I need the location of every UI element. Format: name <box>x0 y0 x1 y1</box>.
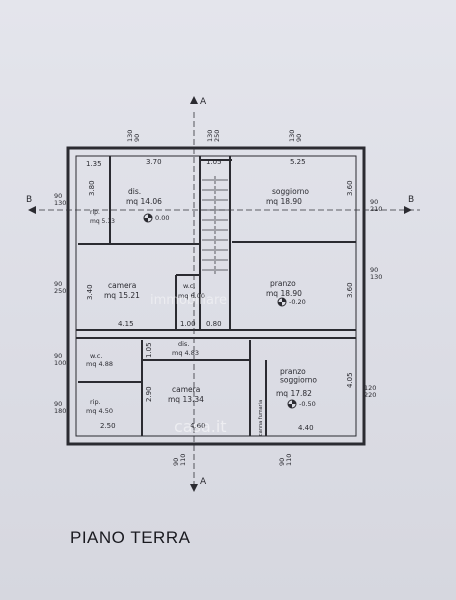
window-size: 90 130 <box>370 266 382 281</box>
watermark-immobiliare: immobiliare <box>150 293 227 308</box>
room-name: dis. <box>128 187 141 196</box>
dimension: 1.35 <box>86 160 102 168</box>
window-size-value: 130 <box>126 130 134 142</box>
outer-walls <box>66 146 366 446</box>
room-name: pranzo soggiorno <box>280 367 317 384</box>
staircase <box>202 176 228 276</box>
room-area: mq 4.88 <box>86 360 113 368</box>
window-size-value: 90 <box>54 352 62 360</box>
section-label-b-right: B <box>408 195 414 205</box>
window-size: 130 90 <box>288 128 303 143</box>
room-name: w.c. <box>183 282 195 290</box>
text-line: 180 <box>54 407 66 415</box>
dimension: 4.60 <box>190 422 206 430</box>
section-lines <box>30 112 420 490</box>
floor-title: PIANO TERRA <box>70 528 191 547</box>
text-line: 90 <box>133 134 141 142</box>
dimension: 4.15 <box>118 320 134 328</box>
section-label-b-left: B <box>26 195 32 205</box>
window-size: 90 110 <box>278 454 293 466</box>
window-size: 90 250 <box>54 280 66 295</box>
window-size-value: 90 <box>370 198 378 206</box>
room-name: pranzo <box>270 279 296 288</box>
dimension: 3.40 <box>86 284 94 300</box>
window-size: 130 90 <box>126 128 141 143</box>
dimension: 2.50 <box>100 422 116 430</box>
window-size-value: 130 <box>206 130 214 142</box>
room-area: mq 13.34 <box>168 395 204 404</box>
interior-walls <box>76 156 356 436</box>
room-area: mq 18.90 <box>266 289 302 298</box>
section-label-a-top: A <box>200 97 207 107</box>
window-labels: 90 130 90 210 90 250 90 130 90 100 90 18… <box>54 128 382 466</box>
window-size: 90 210 <box>370 198 382 213</box>
room-name-line: pranzo <box>280 367 306 376</box>
room-name: dis. <box>178 340 189 348</box>
dimension: 3.60 <box>346 180 354 196</box>
room-area: mq 17.82 <box>276 389 312 398</box>
text-line: 100 <box>54 359 66 367</box>
window-size: 90 180 <box>54 400 66 415</box>
text-line: 210 <box>370 205 382 213</box>
room-area: mq 4.50 <box>86 407 113 415</box>
room-labels: dis. mq 14.06 soggiorno mq 18.90 rip. mq… <box>86 187 317 436</box>
room-name: soggiorno <box>272 187 309 196</box>
dimensions: 1.35 3.70 1.05 5.25 3.80 3.60 3.40 3.60 … <box>86 158 354 432</box>
dimension: 5.25 <box>290 158 306 166</box>
dimension: 1.00 <box>180 320 196 328</box>
window-size: 130 250 <box>206 128 221 143</box>
window-size: 90 130 <box>54 192 66 207</box>
text-line: 90 <box>295 134 303 142</box>
dimension: 1.05 <box>206 158 222 166</box>
text-line: 110 <box>179 454 187 466</box>
room-name: rip. <box>90 398 101 406</box>
dimension: 3.60 <box>346 282 354 298</box>
dimension: 1.05 <box>145 342 153 358</box>
window-size: 90 100 <box>54 352 66 367</box>
room-name: camera <box>172 385 200 394</box>
section-arrows <box>28 96 412 492</box>
room-name: rip. <box>90 209 100 216</box>
window-size-value: 90 <box>278 458 286 466</box>
window-size: 90 110 <box>172 454 187 466</box>
window-size-value: 90 <box>54 192 62 200</box>
dimension: 4.40 <box>298 424 314 432</box>
text-line: 130 <box>370 273 382 281</box>
room-name: canna fumaria <box>258 400 264 436</box>
text-line: 130 <box>54 199 66 207</box>
window-size-value: 90 <box>54 280 62 288</box>
room-area: mq 4.83 <box>172 349 199 357</box>
window-size-value: 120 <box>364 384 376 392</box>
level-value: 0.00 <box>155 214 169 222</box>
text-line: 250 <box>54 287 66 295</box>
room-name: w.c. <box>90 352 102 360</box>
text-line: soggiorno <box>280 375 317 384</box>
room-area: mq 18.90 <box>266 197 302 206</box>
room-area: mq 6.00 <box>178 292 205 300</box>
dimension: 0.80 <box>206 320 222 328</box>
level-value: -0.20 <box>289 298 306 306</box>
window-size-value: 90 <box>370 266 378 274</box>
section-label-a-bottom: A <box>200 477 207 487</box>
text-line: 220 <box>364 391 376 399</box>
room-area: mq 14.06 <box>126 197 162 206</box>
watermark-casa: casa.it <box>174 417 227 436</box>
text-line: 250 <box>213 130 221 142</box>
dimension: 2.90 <box>145 386 153 402</box>
window-size: 120 220 <box>364 384 379 399</box>
window-size-value: 90 <box>54 400 62 408</box>
dimension: 3.70 <box>146 158 162 166</box>
text-line: 110 <box>285 454 293 466</box>
level-markers <box>143 213 297 409</box>
dimension: 3.80 <box>88 180 96 196</box>
room-area: mq 5.13 <box>90 218 115 225</box>
window-size-value: 130 <box>288 130 296 142</box>
window-size-value: 90 <box>172 458 180 466</box>
room-name: camera <box>108 281 136 290</box>
level-value: -0.50 <box>299 400 316 408</box>
dimension: 4.05 <box>346 372 354 388</box>
room-area: mq 15.21 <box>104 291 140 300</box>
